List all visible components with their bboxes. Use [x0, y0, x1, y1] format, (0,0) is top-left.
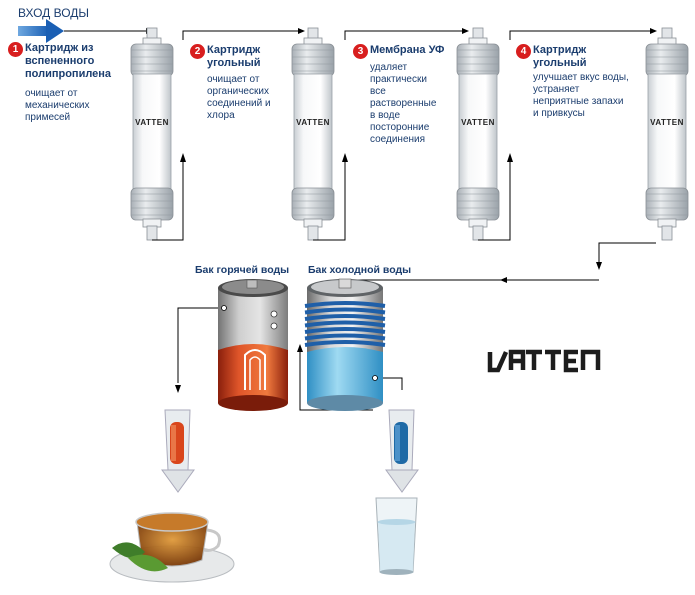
cooling-coil: [304, 301, 386, 347]
step-title: Мембрана УФ: [370, 44, 445, 56]
step-number-badge: 3: [353, 44, 368, 59]
cartridge-brand-mark: VATTEN: [461, 118, 495, 127]
water-glass: [375, 497, 418, 575]
vatten-logo: [487, 349, 601, 373]
coil-turn: [304, 340, 386, 347]
coil-turn: [304, 301, 386, 308]
coil-turn: [304, 314, 386, 321]
step-title: Картридж угольный: [533, 44, 587, 69]
coil-turn: [304, 320, 386, 328]
step-number-badge: 1: [8, 42, 23, 57]
step-3: 3 Мембрана УФ удаляет практически все ра…: [353, 44, 453, 154]
coil-turn: [304, 307, 386, 315]
pipe-arrowheads: [175, 28, 657, 393]
coil-turn: [304, 327, 386, 334]
hot-tank-label: Бак горячей воды: [195, 264, 290, 276]
hot-water-dispenser: [161, 409, 195, 493]
inlet-arrow: [18, 19, 152, 43]
pipe-network: [152, 30, 656, 411]
cartridge-brand-mark: VATTEN: [296, 118, 330, 127]
filter-cartridge-4: VATTEN: [645, 27, 689, 241]
filter-cartridge-1: VATTEN: [130, 27, 174, 241]
hot-water-tank: [218, 279, 288, 411]
filter-cartridge-3: VATTEN: [456, 27, 500, 241]
water-inlet-label: ВХОД ВОДЫ: [18, 6, 90, 20]
step-description: очищает от органических соединений и хло…: [207, 74, 271, 121]
step-2: 2 Картридж угольный очищает от органичес…: [190, 44, 290, 134]
coil-turn: [304, 333, 386, 341]
step-number-badge: 4: [516, 44, 531, 59]
step-description: удаляет практически все растворенные в в…: [370, 62, 437, 145]
step-1: 1 Картридж из вспененного полипропилена …: [8, 42, 128, 132]
step-description: улучшает вкус воды, устраняет неприятные…: [533, 72, 629, 119]
step-4: 4 Картридж угольный улучшает вкус воды, …: [516, 44, 646, 134]
step-description: очищает от механических примесей: [25, 88, 90, 123]
cartridge-brand-mark: VATTEN: [650, 118, 684, 127]
step-number-badge: 2: [190, 44, 205, 59]
step-title: Картридж угольный: [207, 44, 261, 69]
cold-water-tank: [304, 278, 386, 411]
tea-cup: [109, 512, 235, 583]
cartridge-brand-mark: VATTEN: [135, 118, 169, 127]
step-title: Картридж из вспененного полипропилена: [25, 42, 112, 80]
filter-cartridge-2: VATTEN: [291, 27, 335, 241]
cold-tank-label: Бак холодной воды: [308, 264, 412, 276]
cold-water-dispenser: [385, 409, 419, 493]
